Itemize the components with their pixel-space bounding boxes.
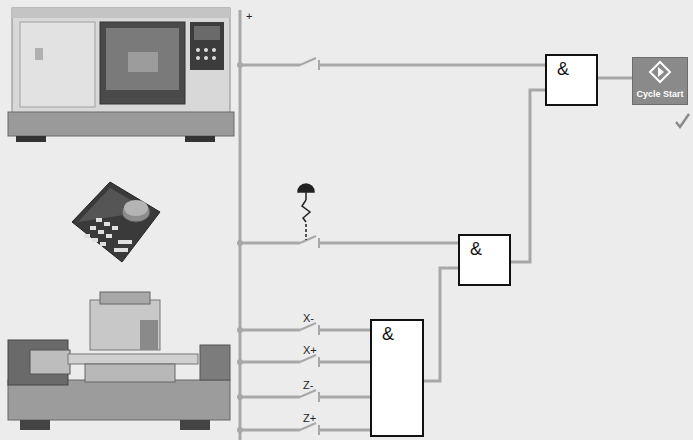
and-gate: & xyxy=(370,319,424,437)
node-text: & xyxy=(547,56,596,80)
signal-wire xyxy=(424,268,458,381)
lathe-machine xyxy=(8,8,234,142)
signal-label: Z- xyxy=(303,380,313,391)
signal-label: X- xyxy=(303,313,314,324)
node-text: & xyxy=(460,236,509,260)
supply-label: + xyxy=(246,11,252,22)
signal-label: Z+ xyxy=(303,413,316,424)
and-gate: & xyxy=(458,234,511,286)
check-mark xyxy=(676,114,689,127)
signal-wire xyxy=(511,90,545,262)
signal-label: X+ xyxy=(303,345,317,356)
control-panel xyxy=(72,182,160,262)
node-text: Cycle Start xyxy=(633,90,687,100)
wiring xyxy=(240,10,545,440)
lathe-internals xyxy=(8,292,230,430)
and-gate: & xyxy=(545,54,598,106)
cycle-start-button: Cycle Start xyxy=(632,57,688,105)
signal-wire xyxy=(598,78,632,79)
emergency-stop-symbol xyxy=(298,184,314,240)
node-text: & xyxy=(372,321,422,345)
